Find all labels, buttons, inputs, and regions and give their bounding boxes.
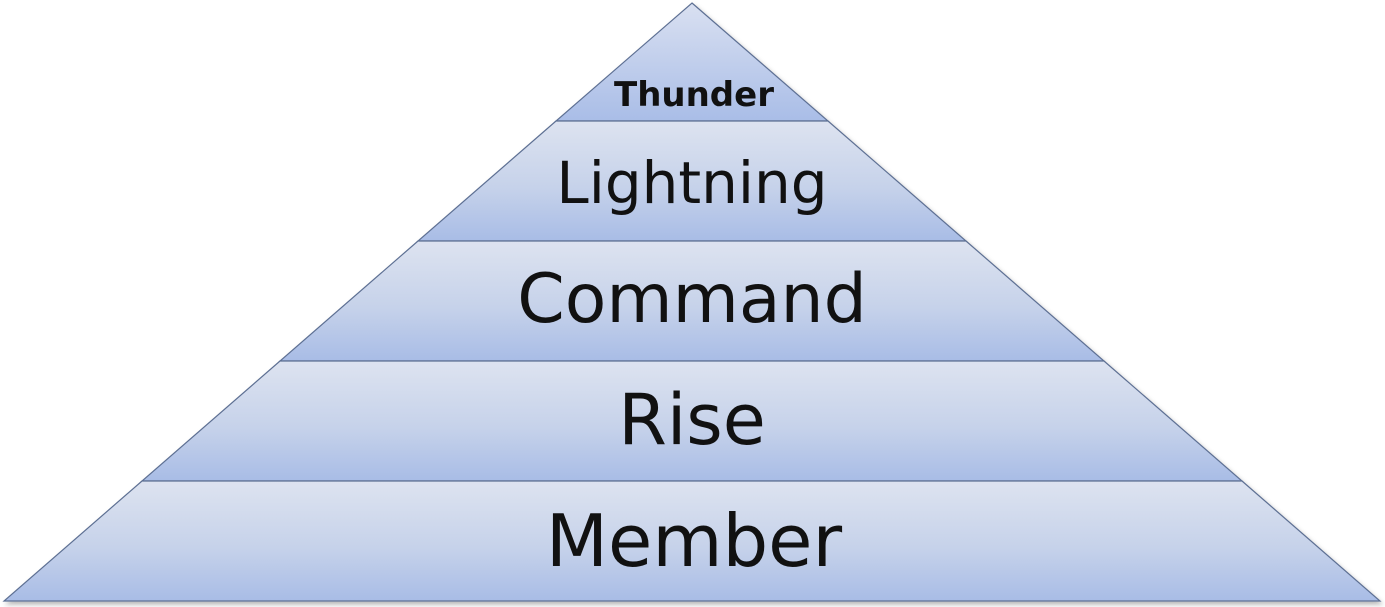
tier-command-label: Command (517, 260, 867, 339)
tier-member-shape (2, 480, 1382, 602)
tier-thunder-label: Thunder (614, 75, 774, 115)
tier-lightning-label: Lightning (556, 149, 827, 217)
tier-member-label: Member (546, 499, 843, 583)
tier-rise-label: Rise (618, 379, 766, 461)
